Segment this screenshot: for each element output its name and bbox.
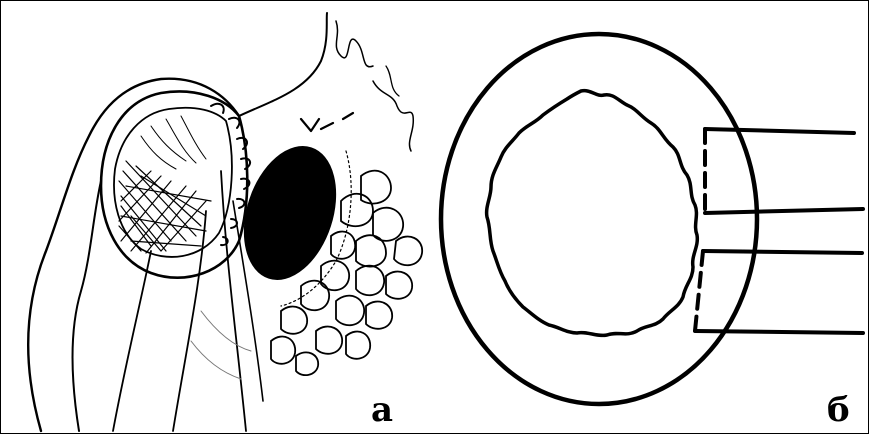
wavy-tissue-2 [373,81,413,151]
panel-b-schematic [441,34,863,404]
panel-a-sketch [28,13,422,431]
direction-ticks [301,113,353,131]
suture-line-1 [705,129,854,133]
suture-thread-3 [221,171,246,431]
suture-line-3 [703,251,862,253]
mucosa-fold-lines [141,116,206,169]
panel-label-a: а [371,393,393,427]
suture-line-2 [705,209,863,213]
suture-thread-1 [113,251,151,431]
suture-line-4 [695,331,863,333]
mucosa-hatching [119,161,211,253]
wavy-tissue-3 [386,66,399,96]
wavy-inner-lumen [487,91,698,336]
lower-tissue-contour [191,311,251,379]
wavy-tissue-1 [336,21,373,67]
mesentery-contour [239,13,327,116]
inner-organ-contour [73,181,102,431]
outer-organ-contour [28,79,239,431]
dashed-suture-lower [695,251,703,331]
panel-label-b: б [827,393,850,427]
